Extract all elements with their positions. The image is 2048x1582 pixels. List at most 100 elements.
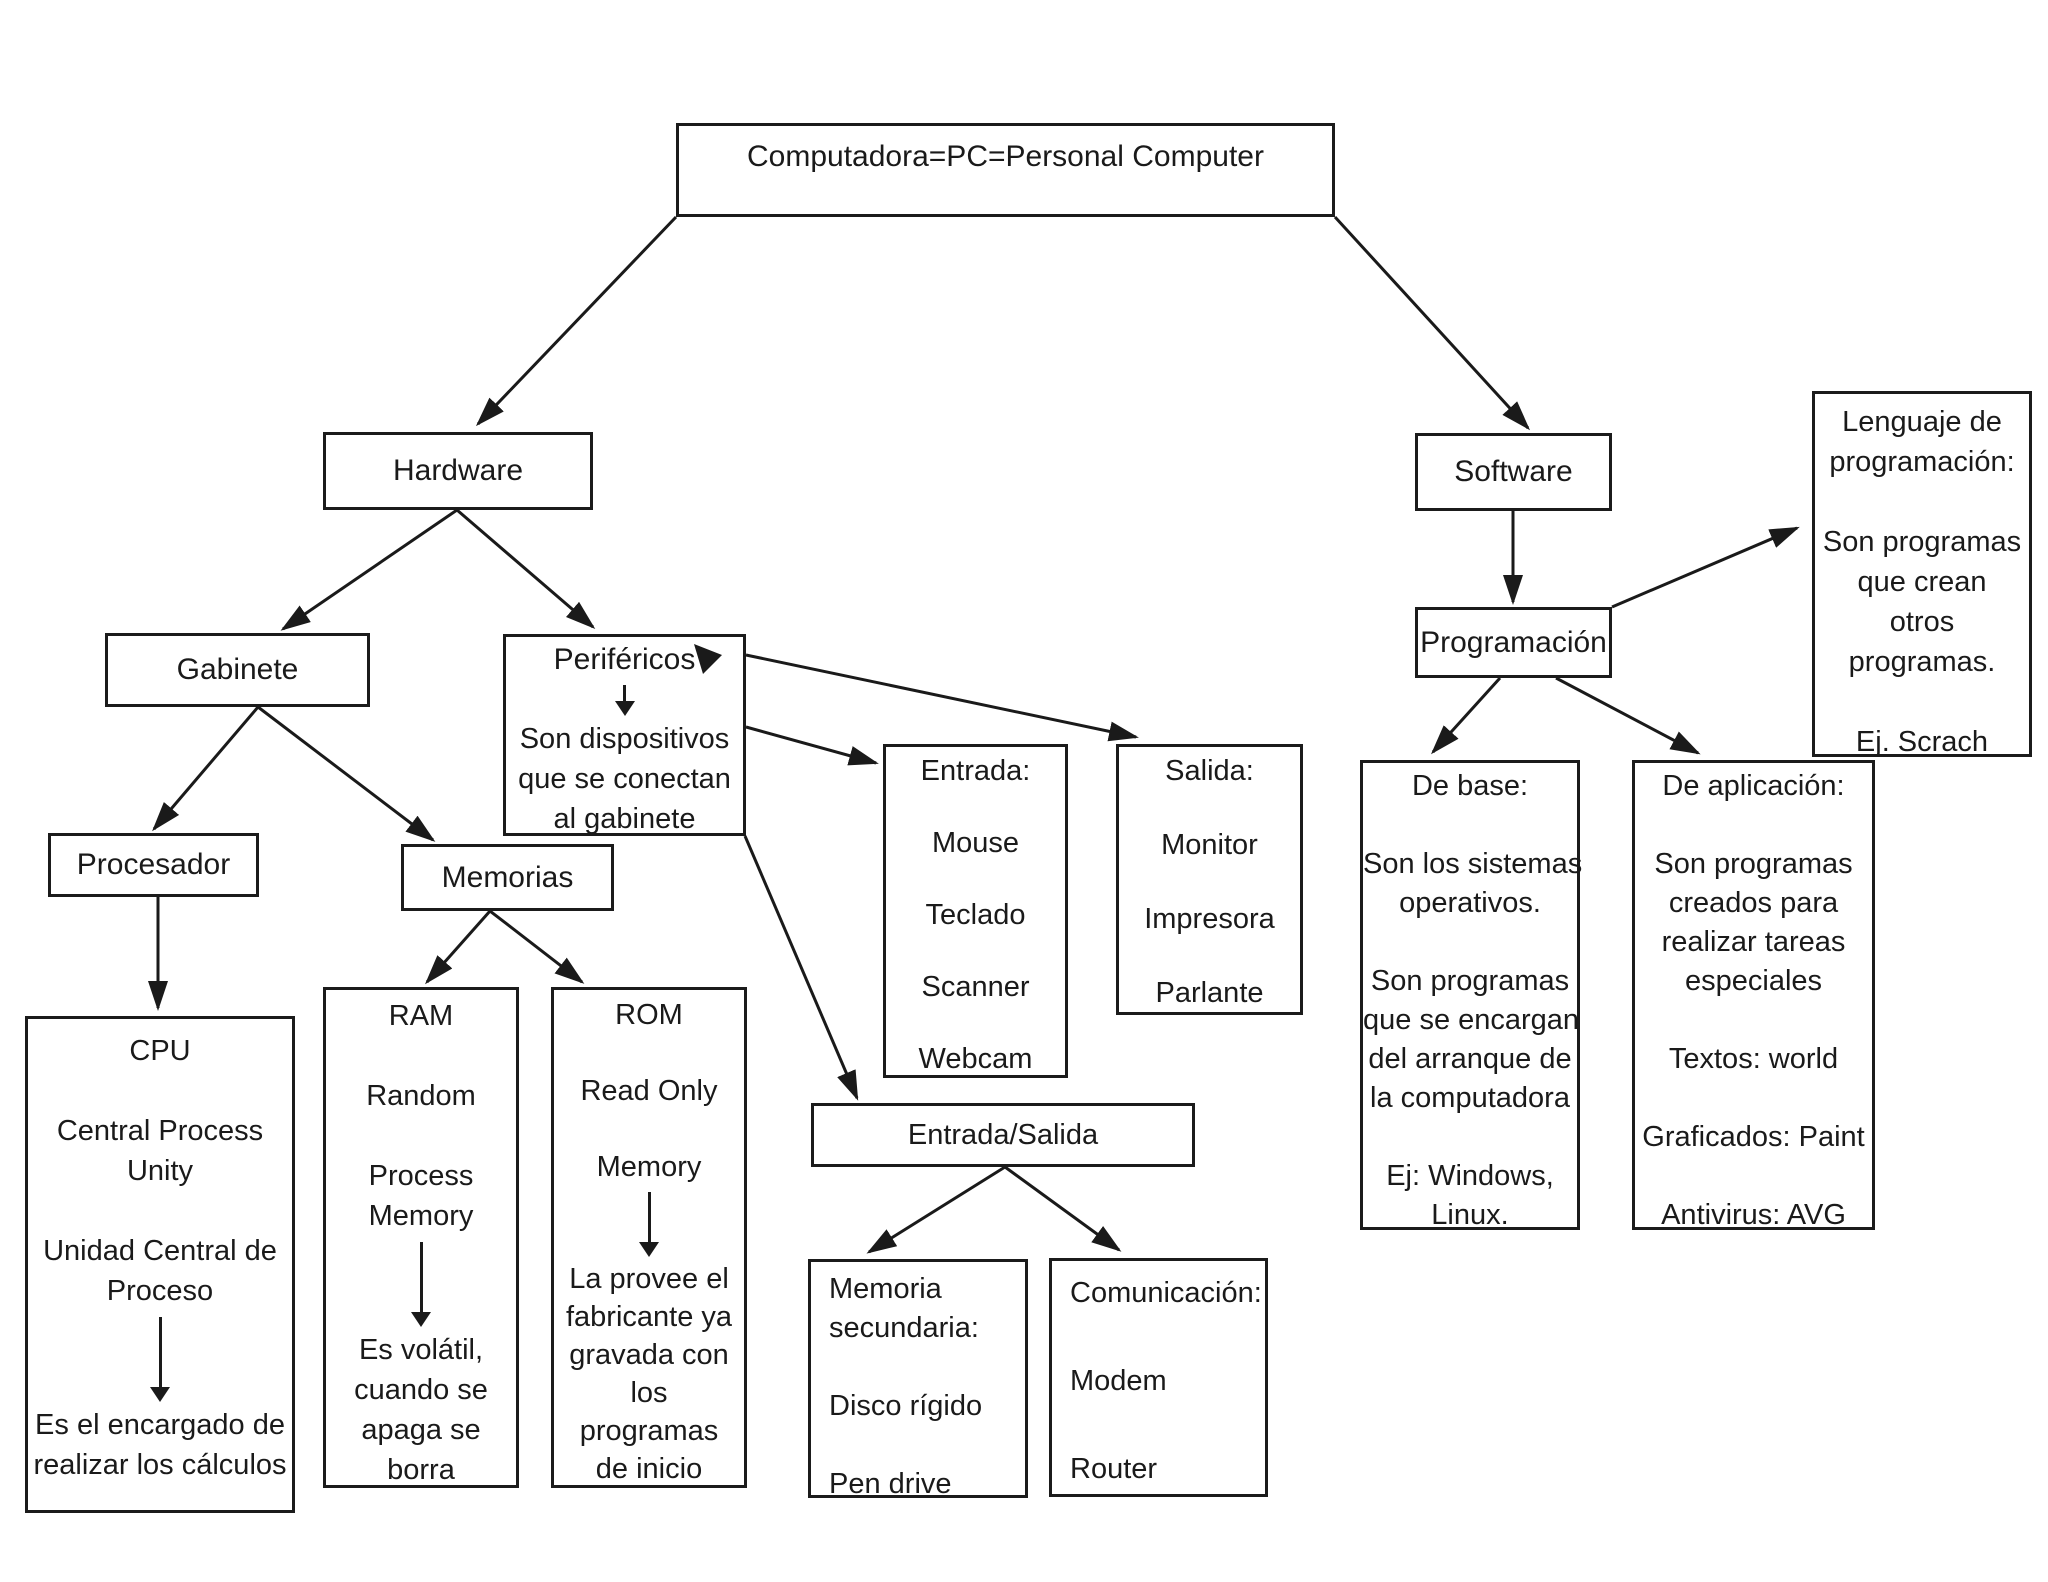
- text-line: apaga se: [361, 1414, 481, 1446]
- text-line: gravada con: [569, 1339, 729, 1371]
- text-line: programas: [579, 1415, 719, 1447]
- text-line: Ej. Scrach: [1855, 726, 1989, 758]
- text-line: la computadora: [1370, 1082, 1570, 1114]
- connector-gabinete-memorias: [257, 705, 436, 842]
- text-line: programación:: [1829, 446, 2015, 478]
- text-line: Router: [1070, 1453, 1158, 1485]
- node-computadora: Computadora=PC=Personal Computer: [676, 123, 1335, 217]
- text-line: los: [630, 1377, 668, 1409]
- spacer: [1635, 1001, 1872, 1040]
- spacer: [1635, 1079, 1872, 1118]
- text-line: Process: [368, 1160, 474, 1192]
- spacer: [1815, 682, 2029, 722]
- node-procesador: Procesador: [48, 833, 259, 897]
- text-line: que se conectan: [518, 763, 731, 795]
- text-line: Parlante: [1155, 977, 1264, 1009]
- text-line: Lenguaje de: [1842, 406, 2002, 438]
- connector-computadora-hardware: [475, 215, 678, 427]
- text-line: otros: [1889, 606, 1955, 638]
- connector-programacion-lenguaje: [1611, 526, 1800, 609]
- text-line: Scanner: [921, 971, 1030, 1003]
- spacer: [28, 1191, 292, 1231]
- text-line: CPU: [129, 1035, 191, 1067]
- node-salida: Salida: Monitor Impresora Parlante: [1116, 744, 1303, 1015]
- node-gabinete: Gabinete: [105, 633, 370, 707]
- spacer: [1635, 1157, 1872, 1196]
- text-line: Son programas: [1370, 965, 1570, 997]
- spacer: [326, 1116, 516, 1156]
- spacer: [28, 1071, 292, 1111]
- connector-entradasalida-comunicacion: [1004, 1165, 1122, 1252]
- text-line: Mouse: [931, 827, 1020, 859]
- text-line: que se encargan: [1363, 1004, 1580, 1036]
- text-line: La provee el: [569, 1263, 729, 1295]
- connector-perifericos-entrada: [745, 725, 879, 766]
- text-line: RAM: [388, 1000, 454, 1032]
- node-body: Entrada: Mouse Teclado Scanner Webcam: [886, 753, 1065, 1077]
- node-label: Hardware: [392, 454, 524, 487]
- text-line: Teclado: [925, 899, 1026, 931]
- text-line: Memory: [596, 1151, 702, 1183]
- connector-entradasalida-memoria-secundaria: [866, 1165, 1006, 1254]
- down-arrow-icon: [623, 685, 626, 701]
- spacer: [1815, 482, 2029, 522]
- connector-memorias-rom: [489, 909, 585, 984]
- node-programacion: Programación: [1415, 607, 1612, 678]
- spacer: [1363, 923, 1577, 962]
- node-label: Computadora=PC=Personal Computer: [747, 140, 1264, 173]
- spacer: [1119, 864, 1300, 901]
- spacer: [886, 1005, 1065, 1041]
- spacer: [829, 1426, 1025, 1465]
- text-line: Modem: [1070, 1365, 1167, 1397]
- text-line: Read Only: [580, 1075, 718, 1107]
- text-line: Son los sistemas: [1363, 848, 1583, 880]
- node-label: Programación: [1420, 625, 1607, 659]
- down-arrow-icon: [419, 1242, 423, 1312]
- text-line: fabricante ya: [565, 1301, 733, 1333]
- text-line: Es el encargado de: [35, 1409, 285, 1441]
- text-line: Son dispositivos: [519, 723, 730, 755]
- spacer: [1070, 1315, 1265, 1359]
- text-line: creados para: [1668, 887, 1839, 919]
- node-entrada-salida: Entrada/Salida: [811, 1103, 1195, 1167]
- text-line: Linux.: [1431, 1199, 1509, 1231]
- spacer: [1119, 790, 1300, 827]
- node-entrada: Entrada: Mouse Teclado Scanner Webcam: [883, 744, 1068, 1078]
- node-body: La provee el fabricante ya gravada con los p…: [554, 1260, 744, 1488]
- down-arrow-icon: [647, 1192, 651, 1242]
- connector-memorias-ram: [425, 910, 492, 985]
- text-line: Entrada:: [920, 755, 1031, 787]
- text-line: Monitor: [1161, 829, 1258, 861]
- down-arrow-icon: [158, 1317, 162, 1387]
- text-line: borra: [387, 1454, 455, 1486]
- connector-computadora-software: [1333, 215, 1531, 431]
- spacer: [886, 789, 1065, 825]
- text-line: De aplicación:: [1662, 770, 1845, 802]
- node-body: ROM Read Only Memory: [554, 996, 744, 1186]
- node-comunicacion: Comunicación: Modem Router: [1049, 1258, 1268, 1497]
- spacer: [886, 933, 1065, 969]
- node-body: Comunicación: Modem Router: [1052, 1271, 1265, 1491]
- connector-programacion-de-base: [1430, 676, 1502, 755]
- text-line: Es volátil,: [358, 1334, 484, 1366]
- text-line: Graficados: Paint: [1642, 1121, 1865, 1153]
- text-line: cuando se: [354, 1374, 488, 1406]
- text-line: Random: [366, 1080, 476, 1112]
- connector-programacion-de-aplicacion: [1555, 676, 1701, 755]
- text-line: Unity: [126, 1155, 194, 1187]
- text-line: Memoria: [829, 1273, 942, 1305]
- text-line: que crean: [1857, 566, 1987, 598]
- text-line: del arranque de: [1368, 1043, 1572, 1075]
- text-line: programas.: [1848, 646, 1996, 678]
